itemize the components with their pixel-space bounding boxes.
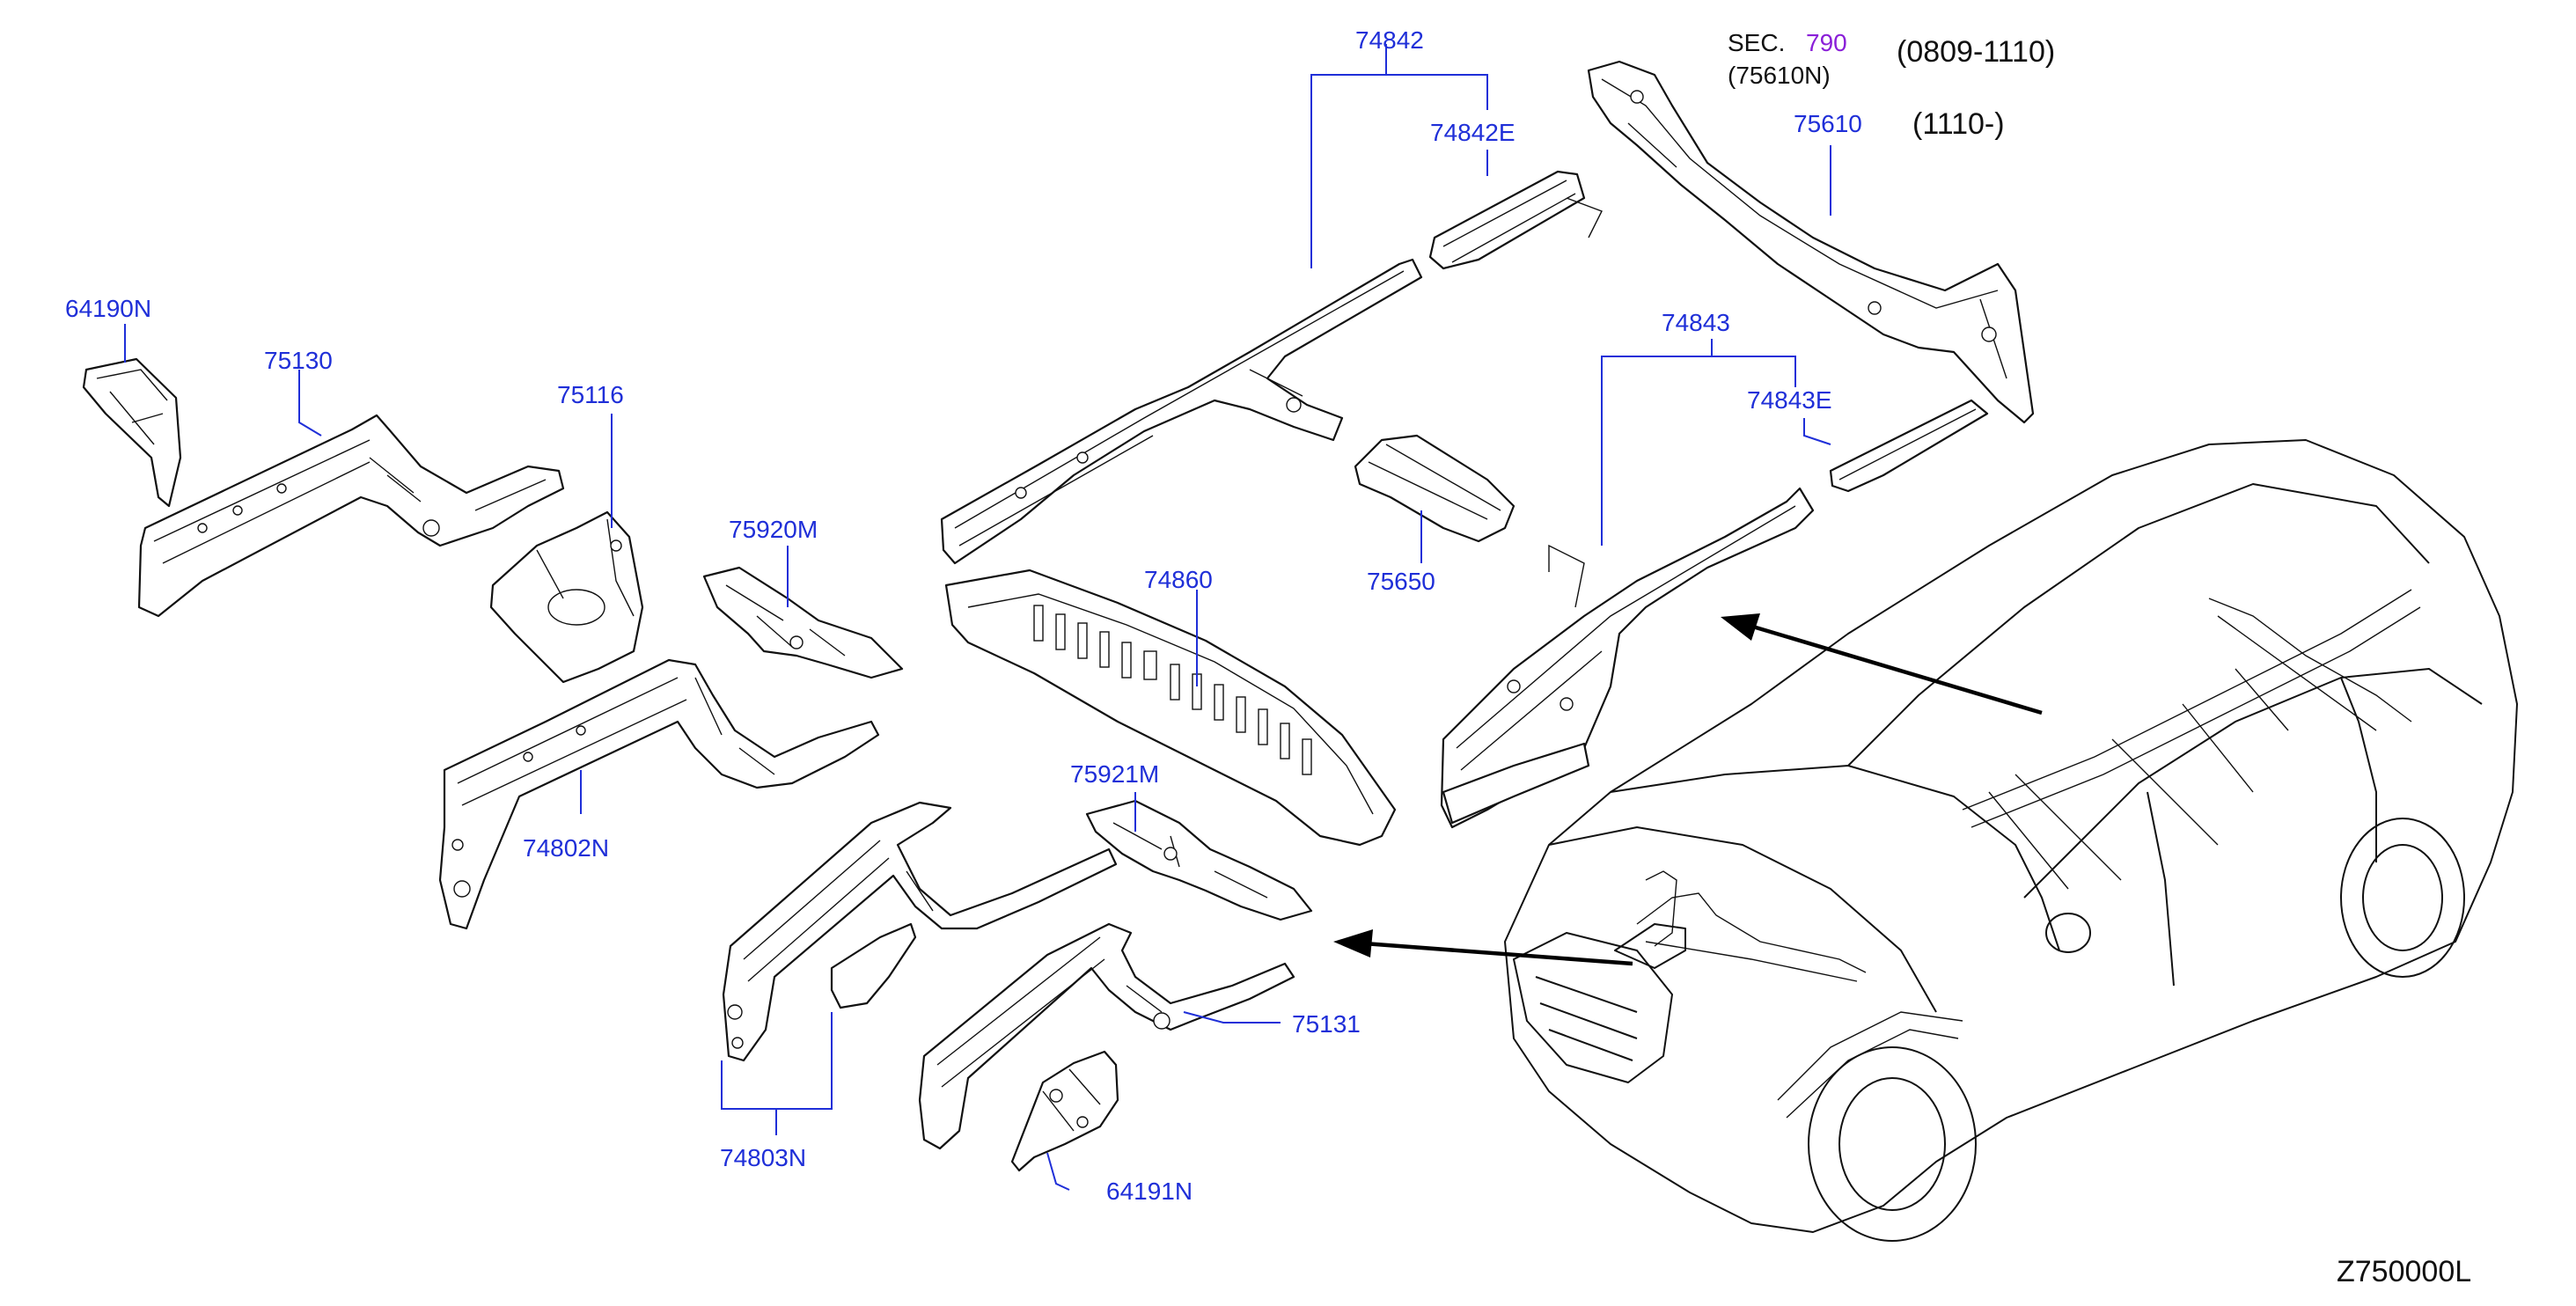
label-75920M: 75920M [729, 516, 818, 543]
range-new: (1110-) [1912, 107, 2005, 141]
label-75131: 75131 [1292, 1010, 1361, 1038]
label-74803N: 74803N [720, 1144, 807, 1171]
section-number: 790 [1806, 29, 1847, 56]
label-75116: 75116 [557, 381, 624, 408]
diagram-code: Z750000L [2337, 1255, 2472, 1288]
arrow-head-upper [1721, 613, 1760, 641]
part-64190N [82, 357, 182, 508]
vehicle-illustration [1504, 439, 2518, 1242]
leader-lines [124, 44, 1831, 1191]
part-74842 [940, 258, 1423, 565]
part-75920M [702, 566, 904, 679]
label-74842: 74842 [1355, 26, 1424, 54]
part-75650 [1354, 434, 1516, 543]
label-75921M: 75921M [1070, 760, 1160, 788]
part-75131 [918, 922, 1295, 1150]
range-old: (0809-1110) [1897, 35, 2056, 69]
part-74802N [438, 658, 880, 930]
part-74860 [944, 569, 1397, 847]
part-75116 [489, 510, 644, 684]
pointer-arrows [1333, 613, 2043, 966]
label-75650: 75650 [1367, 568, 1435, 595]
part-74843 [1440, 487, 1815, 829]
label-74843E: 74843E [1747, 386, 1832, 414]
label-75130: 75130 [264, 347, 333, 374]
part-74842E [1428, 170, 1603, 270]
label-75610: 75610 [1794, 110, 1862, 137]
part-75130 [137, 414, 565, 618]
part-64191N [1010, 1050, 1119, 1172]
section-part: (75610N) [1728, 62, 1831, 89]
label-74860: 74860 [1144, 566, 1213, 593]
part-75921M [1085, 799, 1313, 921]
section-prefix: SEC. [1728, 29, 1786, 56]
part-74843E [1829, 399, 1989, 493]
label-74843: 74843 [1662, 309, 1730, 336]
part-74803N [722, 801, 1118, 1062]
label-64190N: 64190N [65, 295, 152, 322]
label-64191N: 64191N [1106, 1178, 1193, 1205]
label-74842E: 74842E [1430, 119, 1516, 146]
part-75610 [1587, 60, 2035, 424]
arrow-head-lower [1333, 929, 1373, 957]
label-74802N: 74802N [523, 834, 610, 862]
